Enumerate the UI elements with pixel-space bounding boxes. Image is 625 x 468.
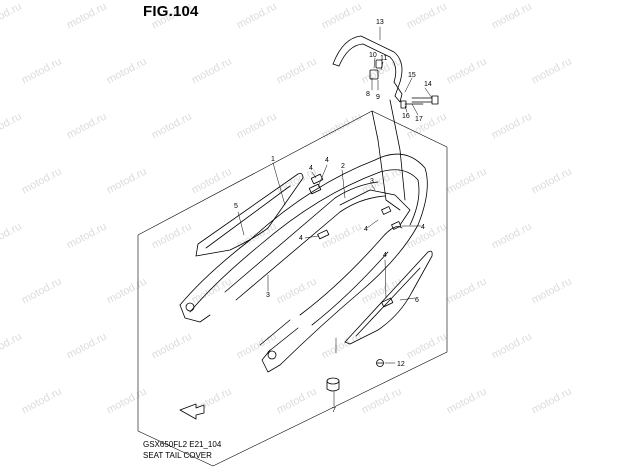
cushion-pads	[308, 173, 402, 308]
callout-7: 7	[332, 407, 336, 414]
callout-4-f: 4	[383, 252, 387, 259]
bolt-14-part	[411, 95, 439, 105]
bolt-16-part	[400, 100, 424, 109]
model-code-label: GSX650FL2 E21_104	[143, 440, 222, 449]
callout-4-c: 4	[364, 226, 368, 233]
figure-title: FIG.104	[143, 3, 199, 20]
callout-1: 1	[271, 156, 275, 163]
callout-9: 9	[376, 94, 380, 101]
callout-10: 10	[369, 52, 377, 59]
grommet-7-part	[326, 377, 340, 392]
callout-8: 8	[366, 91, 370, 98]
seat-tail-cover-part	[179, 153, 428, 373]
callout-12: 12	[397, 361, 405, 368]
callout-13: 13	[376, 19, 384, 26]
callout-5: 5	[234, 203, 238, 210]
callout-4-a: 4	[309, 165, 313, 172]
callout-4-b: 4	[325, 157, 329, 164]
callout-3-b: 3	[266, 292, 270, 299]
callout-11: 11	[380, 55, 387, 62]
leader-lines	[237, 26, 433, 407]
callout-17: 17	[415, 116, 423, 123]
callout-14: 14	[424, 81, 432, 88]
callout-2: 2	[341, 163, 345, 170]
callout-16: 16	[402, 113, 410, 120]
callout-15: 15	[408, 72, 416, 79]
front-direction-arrow-icon	[179, 403, 205, 420]
callout-4-d: 4	[421, 224, 425, 231]
section-title-label: SEAT TAIL COVER	[143, 451, 212, 460]
right-side-panel-part	[344, 250, 433, 345]
callout-4-e: 4	[299, 235, 303, 242]
callout-6: 6	[415, 297, 419, 304]
callout-labels: 13 10 11 8 9 15 14 16 17 1 4 4 2 3 5 4 4…	[234, 19, 432, 414]
grab-rail-part	[332, 35, 403, 103]
left-side-panel-part	[195, 173, 304, 257]
support-stay	[371, 110, 401, 211]
screw-12-part	[376, 359, 384, 367]
callout-3-a: 3	[370, 178, 374, 185]
